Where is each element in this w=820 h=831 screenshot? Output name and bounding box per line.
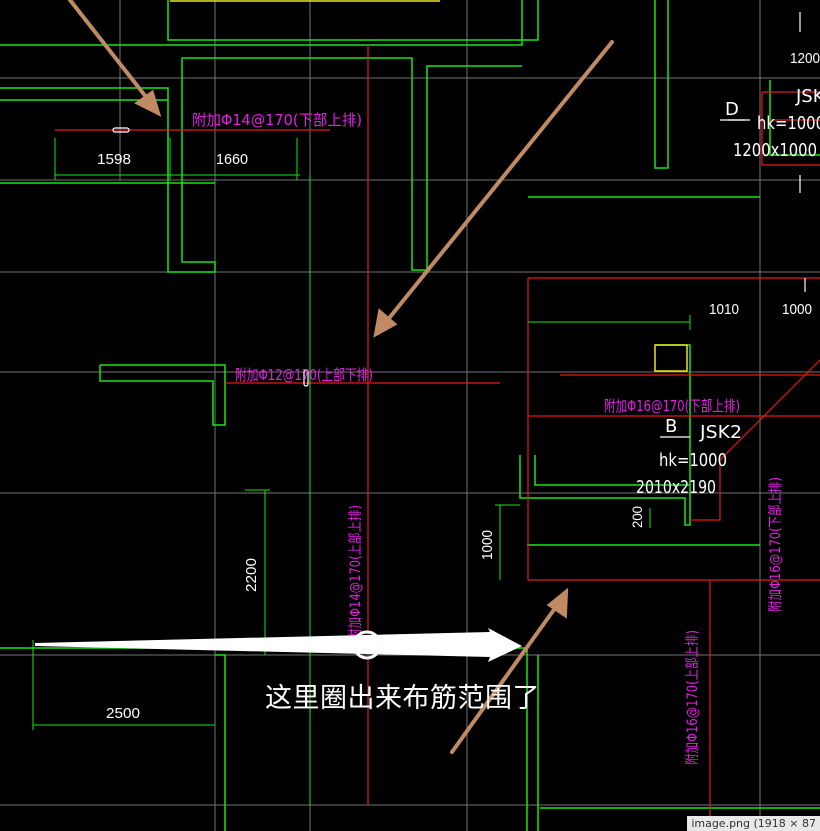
yellow-marks (170, 0, 688, 372)
brown-arrows (68, 0, 614, 754)
pit-d-size: 1200x1000 (733, 140, 817, 161)
pit-d-hk: hk=1000 (757, 113, 820, 134)
annotation-caption: 这里圈出来布筋范围了 (265, 683, 540, 714)
white-pointer-arrow (35, 628, 522, 662)
image-status-bar: image.png (1918 × 87 (687, 816, 820, 831)
arrow-top-left (68, 0, 152, 104)
annotation-top-left: 附加Φ14@170(下部上排) (192, 111, 362, 129)
dim-2500: 2500 (106, 705, 140, 722)
arrow-center (384, 40, 614, 324)
arrow-bottom-head (546, 587, 569, 619)
small-marks (112, 12, 806, 438)
annotation-vertical-center: 附加Φ14@170(上部上排) (348, 505, 364, 640)
annotation-center-right: 附加Φ16@170(下部上排) (604, 397, 740, 415)
dim-1000-mid: 1000 (479, 530, 496, 560)
dim-1000-top: 1000 (782, 301, 812, 318)
dim-1660: 1660 (216, 151, 248, 168)
pit-d-name: JSK (795, 86, 820, 107)
dimension-lines (32, 138, 691, 805)
highlight-circle (352, 630, 382, 660)
red-rebar-lines (55, 45, 820, 831)
arrow-bottom (450, 602, 560, 754)
arrow-top-left-head (134, 89, 162, 117)
annotation-vertical-right-lower: 附加Φ16@170(上部上排) (685, 630, 701, 765)
pit-b-hk: hk=1000 (659, 450, 727, 471)
dim-2200: 2200 (243, 558, 260, 592)
pit-b-label: B (665, 416, 677, 437)
dim-1598: 1598 (97, 151, 131, 168)
dim-1200: 1200 (790, 50, 820, 67)
annotation-center-left: 附加Φ12@170(上部下排) (235, 366, 373, 384)
dim-200: 200 (629, 506, 645, 528)
pit-b-name: JSK2 (699, 422, 742, 443)
pit-d-label: D (725, 99, 739, 120)
annotation-vertical-far-right: 附加Φ16@170(下部上排) (768, 477, 784, 612)
arrow-center-head (373, 308, 398, 338)
pit-b-size: 2010x2190 (636, 477, 716, 498)
dim-1010: 1010 (709, 301, 739, 318)
